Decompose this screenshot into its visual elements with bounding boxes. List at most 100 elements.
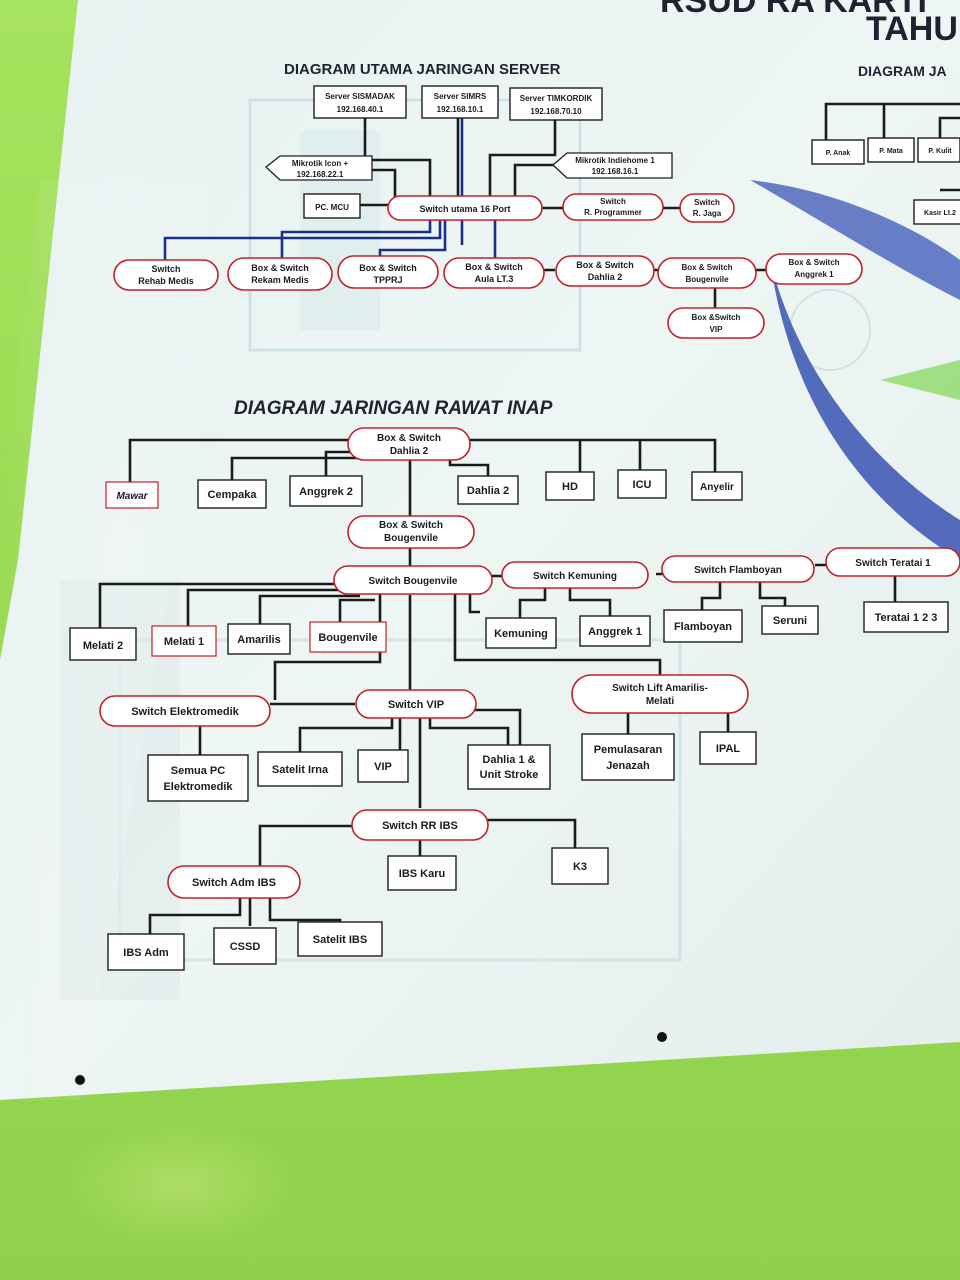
svg-text:Box & Switch: Box & Switch bbox=[377, 433, 441, 444]
box-switch-aula-lt3[interactable]: Box & Switch Aula LT.3 bbox=[443, 257, 545, 289]
node-dahlia2[interactable]: Dahlia 2 bbox=[457, 475, 519, 505]
svg-text:Box & Switch: Box & Switch bbox=[465, 262, 523, 272]
svg-text:Bougenvile: Bougenvile bbox=[685, 275, 729, 284]
node-cempaka[interactable]: Cempaka bbox=[197, 479, 267, 509]
box-switch-bougenvile-server[interactable]: Box & Switch Bougenvile bbox=[657, 257, 757, 289]
switch-programmer[interactable]: Switch R. Programmer bbox=[562, 193, 664, 221]
node-anyelir[interactable]: Anyelir bbox=[691, 471, 743, 501]
svg-text:R. Jaga: R. Jaga bbox=[693, 209, 722, 218]
pc-mcu[interactable]: PC. MCU bbox=[303, 193, 361, 219]
svg-text:P. Mata: P. Mata bbox=[879, 148, 903, 155]
svg-text:Satelit Irna: Satelit Irna bbox=[272, 764, 329, 776]
svg-text:Semua PC: Semua PC bbox=[171, 765, 225, 777]
node-bougenvile[interactable]: Bougenvile bbox=[309, 621, 387, 653]
node-amarilis[interactable]: Amarilis bbox=[227, 623, 291, 655]
switch-rr-ibs[interactable]: Switch RR IBS bbox=[351, 809, 489, 841]
inpatient-diagram-title: DIAGRAM JARINGAN RAWAT INAP bbox=[234, 398, 553, 419]
node-p-kulit[interactable]: P. Kulit bbox=[917, 137, 960, 163]
node-ibs-karu[interactable]: IBS Karu bbox=[387, 855, 457, 891]
green-leaf bbox=[880, 360, 960, 400]
node-pemulasaran-jenazah[interactable]: Pemulasaran Jenazah bbox=[581, 733, 675, 781]
svg-text:Server TIMKORDIK: Server TIMKORDIK bbox=[520, 94, 593, 103]
node-kasir-lt2[interactable]: Kasir Lt.2 bbox=[913, 199, 960, 225]
node-anggrek2[interactable]: Anggrek 2 bbox=[289, 475, 363, 507]
svg-text:Unit Stroke: Unit Stroke bbox=[480, 769, 539, 781]
box-switch-vip-server[interactable]: Box &Switch VIP bbox=[667, 307, 765, 339]
svg-text:CSSD: CSSD bbox=[230, 941, 261, 953]
server-simrs[interactable]: Server SIMRS 192.168.10.1 bbox=[421, 85, 499, 119]
node-ipal[interactable]: IPAL bbox=[699, 731, 757, 765]
svg-text:Rekam Medis: Rekam Medis bbox=[251, 275, 309, 285]
server-uplink-wires bbox=[363, 115, 557, 210]
svg-text:HD: HD bbox=[562, 481, 578, 493]
svg-text:Dahlia 1 &: Dahlia 1 & bbox=[482, 754, 535, 766]
node-cssd[interactable]: CSSD bbox=[213, 927, 277, 965]
svg-text:Anggrek 1: Anggrek 1 bbox=[794, 270, 834, 279]
switch-kemuning[interactable]: Switch Kemuning bbox=[501, 561, 649, 589]
node-hd[interactable]: HD bbox=[545, 471, 595, 501]
node-ibs-adm[interactable]: IBS Adm bbox=[107, 933, 185, 971]
node-satelit-irna[interactable]: Satelit Irna bbox=[257, 751, 343, 787]
node-k3[interactable]: K3 bbox=[551, 847, 609, 885]
blue-ribbon bbox=[750, 180, 960, 300]
switch-rehab-medis[interactable]: Switch Rehab Medis bbox=[113, 259, 219, 291]
svg-text:Teratai 1 2 3: Teratai 1 2 3 bbox=[875, 612, 938, 624]
node-mawar[interactable]: Mawar bbox=[105, 481, 159, 509]
box-switch-anggrek1-server[interactable]: Box & Switch Anggrek 1 bbox=[765, 253, 863, 285]
svg-text:192.168.22.1: 192.168.22.1 bbox=[297, 170, 344, 179]
switch-jaga[interactable]: Switch R. Jaga bbox=[679, 193, 735, 223]
server-sismadak[interactable]: Server SISMADAK 192.168.40.1 bbox=[313, 85, 407, 119]
svg-text:Amarilis: Amarilis bbox=[237, 634, 280, 646]
box-switch-rekam-medis[interactable]: Box & Switch Rekam Medis bbox=[227, 257, 333, 291]
svg-text:Switch Bougenvile: Switch Bougenvile bbox=[369, 576, 458, 587]
svg-text:Dahlia 2: Dahlia 2 bbox=[467, 485, 509, 497]
node-melati1[interactable]: Melati 1 bbox=[151, 625, 217, 657]
bougenvile-wires bbox=[98, 563, 897, 628]
box-switch-tpprj[interactable]: Box & Switch TPPRJ bbox=[337, 255, 439, 289]
node-vip[interactable]: VIP bbox=[357, 749, 409, 783]
switch-teratai1[interactable]: Switch Teratai 1 bbox=[825, 547, 960, 577]
box-switch-dahlia2-root[interactable]: Box & Switch Dahlia 2 bbox=[347, 427, 471, 461]
switch-flamboyan[interactable]: Switch Flamboyan bbox=[661, 555, 815, 583]
server-timkordik[interactable]: Server TIMKORDIK 192.168.70.10 bbox=[509, 87, 603, 121]
svg-text:VIP: VIP bbox=[710, 325, 724, 334]
mikrotik-icon-plus[interactable]: Mikrotik Icon + 192.168.22.1 bbox=[265, 155, 373, 181]
node-flamboyan[interactable]: Flamboyan bbox=[663, 609, 743, 643]
node-teratai123[interactable]: Teratai 1 2 3 bbox=[863, 601, 949, 633]
right-diagram-title: DIAGRAM JA bbox=[858, 63, 947, 79]
svg-text:Elektromedik: Elektromedik bbox=[163, 781, 233, 793]
mikrotik-indiehome[interactable]: Mikrotik Indiehome 1 192.168.16.1 bbox=[552, 152, 673, 179]
node-anggrek1[interactable]: Anggrek 1 bbox=[579, 615, 651, 647]
node-dahlia1-unit-stroke[interactable]: Dahlia 1 & Unit Stroke bbox=[467, 744, 551, 790]
node-melati2[interactable]: Melati 2 bbox=[69, 627, 137, 661]
node-kemuning[interactable]: Kemuning bbox=[485, 617, 557, 649]
bougenvile-down-wires bbox=[273, 590, 662, 700]
svg-text:IBS Adm: IBS Adm bbox=[123, 947, 169, 959]
node-p-mata[interactable]: P. Mata bbox=[867, 137, 915, 163]
svg-text:R. Programmer: R. Programmer bbox=[584, 208, 642, 217]
svg-text:K3: K3 bbox=[573, 861, 587, 873]
svg-text:Box & Switch: Box & Switch bbox=[379, 520, 443, 531]
svg-text:Box & Switch: Box & Switch bbox=[359, 263, 417, 273]
switch-main-16-port[interactable]: Switch utama 16 Port bbox=[387, 195, 543, 221]
svg-text:Anggrek 2: Anggrek 2 bbox=[299, 486, 353, 498]
svg-text:Server SISMADAK: Server SISMADAK bbox=[325, 92, 395, 101]
svg-text:Kasir Lt.2: Kasir Lt.2 bbox=[924, 210, 956, 217]
box-switch-bougenvile[interactable]: Box & Switch Bougenvile bbox=[347, 515, 475, 549]
server-diagram-title: DIAGRAM UTAMA JARINGAN SERVER bbox=[284, 61, 561, 78]
node-icu[interactable]: ICU bbox=[617, 469, 667, 499]
hospital-title: RSUD RA KARTI bbox=[660, 0, 927, 20]
switch-elektromedik[interactable]: Switch Elektromedik bbox=[99, 695, 271, 727]
svg-text:Melati 1: Melati 1 bbox=[164, 636, 204, 648]
switch-bougenvile[interactable]: Switch Bougenvile bbox=[333, 565, 493, 595]
switch-vip[interactable]: Switch VIP bbox=[355, 689, 477, 719]
switch-lift-amarilis-melati[interactable]: Switch Lift Amarilis- Melati bbox=[571, 674, 749, 714]
ibs-wires bbox=[148, 818, 577, 936]
node-semua-pc-elektromedik[interactable]: Semua PC Elektromedik bbox=[147, 754, 249, 802]
svg-text:Rehab Medis: Rehab Medis bbox=[138, 276, 194, 286]
node-seruni[interactable]: Seruni bbox=[761, 605, 819, 635]
node-satelit-ibs[interactable]: Satelit IBS bbox=[297, 921, 383, 957]
box-switch-dahlia2-server[interactable]: Box & Switch Dahlia 2 bbox=[555, 255, 655, 287]
switch-adm-ibs[interactable]: Switch Adm IBS bbox=[167, 865, 301, 899]
node-p-anak[interactable]: P. Anak bbox=[811, 139, 865, 165]
